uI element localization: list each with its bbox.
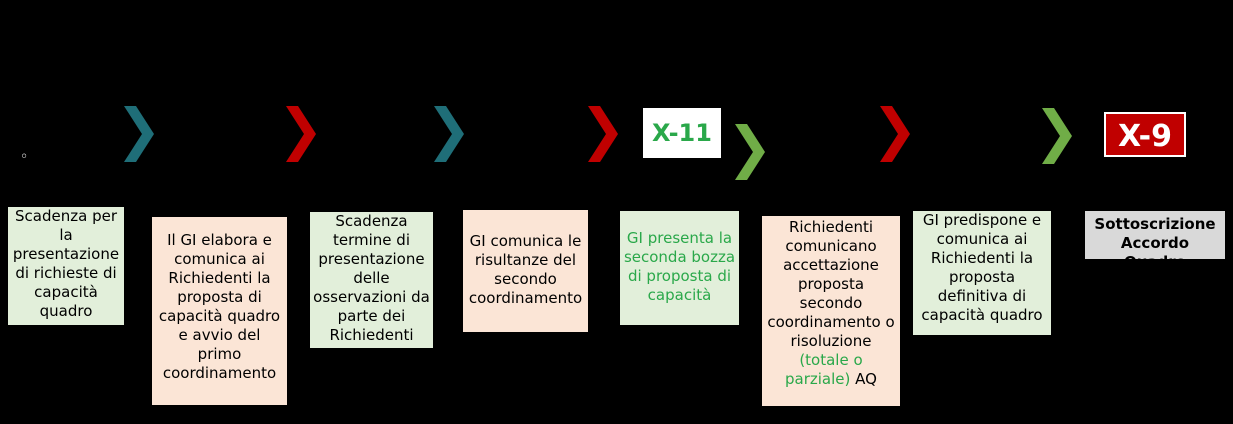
chevron-right-icon: [124, 106, 154, 162]
step-box-1: Scadenza per la presentazione di richies…: [8, 207, 124, 325]
step-box-7: GI predispone e comunica ai Richiedenti …: [913, 211, 1051, 335]
step-1-text: Scadenza per la presentazione di richies…: [12, 207, 120, 320]
step-box-5: GI presenta la seconda bozza di proposta…: [620, 211, 739, 325]
step-5-text: GI presenta la seconda bozza di proposta…: [623, 229, 736, 304]
chevron-right-icon: [880, 106, 910, 162]
step-box-2: Il GI elabora e comunica ai Richiedenti …: [152, 217, 287, 405]
chevron-right-icon: [735, 124, 765, 180]
step-box-6: Richiedenti comunicano accettazione prop…: [762, 216, 900, 406]
milestone-badge-x9: X-9: [1104, 112, 1186, 157]
step-3-text: Scadenza termine di presentazione delle …: [313, 212, 430, 344]
chevron-right-icon: [1042, 108, 1072, 164]
chevron-right-icon: [434, 106, 464, 162]
step-box-4: GI comunica le risultanze del secondo co…: [463, 210, 588, 332]
step-6-highlight: (totale o parziale): [785, 351, 863, 388]
step-6-text: Richiedenti comunicano accettazione prop…: [767, 218, 895, 350]
step-box-3: Scadenza termine di presentazione delle …: [310, 212, 433, 348]
step-7-text: GI predispone e comunica ai Richiedenti …: [921, 211, 1043, 324]
chevron-right-icon: [588, 106, 618, 162]
step-8-text: Sottoscrizione Accordo Quadro: [1094, 215, 1216, 259]
step-box-8: Sottoscrizione Accordo Quadro: [1085, 211, 1225, 259]
step-2-text: Il GI elabora e comunica ai Richiedenti …: [158, 231, 281, 382]
step-4-text: GI comunica le risultanze del secondo co…: [468, 232, 583, 307]
milestone-badge-x11: X-11: [643, 108, 721, 158]
step-6-suffix: AQ: [850, 370, 877, 388]
chevron-right-icon: [286, 106, 316, 162]
bullet-marker: ◦: [20, 149, 29, 165]
